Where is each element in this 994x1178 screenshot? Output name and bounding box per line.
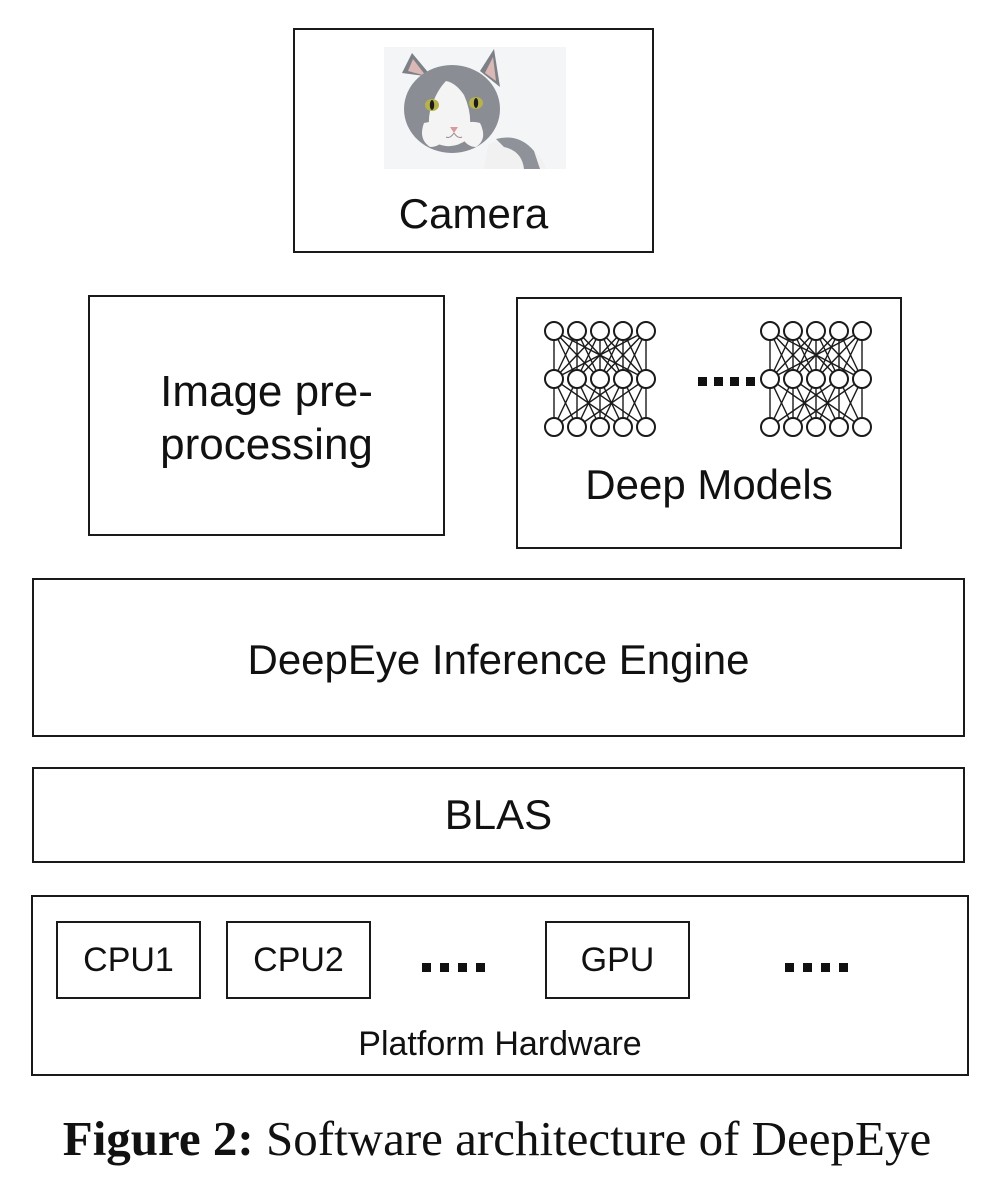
chip-gpu: GPU <box>545 921 690 999</box>
network-node <box>544 417 564 437</box>
network-node <box>829 369 849 389</box>
network-node <box>829 321 849 341</box>
models-ellipsis <box>698 377 755 386</box>
neural-network-icon <box>544 321 656 437</box>
network-node <box>590 417 610 437</box>
chip-cpu2: CPU2 <box>226 921 371 999</box>
preprocessing-label-line1: Image pre- <box>160 367 373 416</box>
caption-number: Figure 2: <box>62 1111 254 1166</box>
network-node <box>783 369 803 389</box>
preprocessing-label: Image pre- processing <box>90 365 443 471</box>
preprocessing-box: Image pre- processing <box>88 295 445 536</box>
network-node <box>760 417 780 437</box>
network-node <box>613 321 633 341</box>
cat-photo <box>384 47 566 169</box>
platform-hardware-label: Platform Hardware <box>358 1025 642 1063</box>
network-node <box>760 321 780 341</box>
network-node <box>544 369 564 389</box>
caption-text: Software architecture of DeepEye <box>266 1111 932 1166</box>
network-node <box>636 369 656 389</box>
deep-models-label: Deep Models <box>585 461 833 508</box>
network-node <box>783 417 803 437</box>
hardware-ellipsis <box>785 963 848 972</box>
inference-engine-label: DeepEye Inference Engine <box>247 636 750 683</box>
network-node <box>590 321 610 341</box>
network-node <box>636 417 656 437</box>
deep-models-box: Deep Models <box>516 297 902 549</box>
network-node <box>806 417 826 437</box>
network-node <box>567 417 587 437</box>
network-node <box>806 369 826 389</box>
network-node <box>852 369 872 389</box>
blas-label: BLAS <box>444 791 553 838</box>
network-node <box>590 369 610 389</box>
network-node <box>567 369 587 389</box>
network-node <box>852 321 872 341</box>
preprocessing-label-line2: processing <box>160 420 373 469</box>
network-node <box>783 321 803 341</box>
network-node <box>613 369 633 389</box>
network-node <box>636 321 656 341</box>
blas-box: BLAS <box>32 767 965 863</box>
camera-label: Camera <box>398 190 549 237</box>
network-node <box>760 369 780 389</box>
network-node <box>613 417 633 437</box>
inference-engine-box: DeepEye Inference Engine <box>32 578 965 737</box>
network-node <box>852 417 872 437</box>
network-node <box>567 321 587 341</box>
neural-networks-illustration <box>544 321 872 437</box>
figure-caption: Figure 2: Software architecture of DeepE… <box>0 1110 994 1167</box>
neural-network-icon <box>760 321 872 437</box>
platform-hardware-box: CPU1 CPU2 GPU Platform Hardware <box>31 895 969 1076</box>
chip-cpu1: CPU1 <box>56 921 201 999</box>
camera-box: Camera <box>293 28 654 253</box>
hardware-ellipsis <box>422 963 485 972</box>
network-node <box>544 321 564 341</box>
network-node <box>829 417 849 437</box>
network-node <box>806 321 826 341</box>
